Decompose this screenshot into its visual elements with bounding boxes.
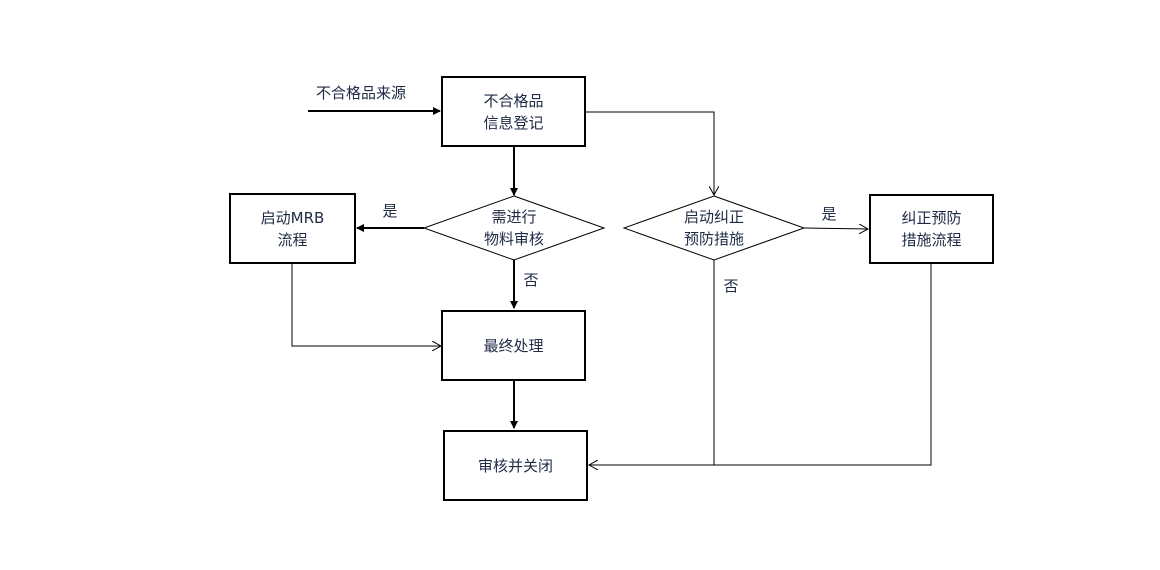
edge-capa-decision-yes xyxy=(803,228,868,229)
edge-capa-process-to-close xyxy=(589,263,932,465)
edge-label-capa-yes: 是 xyxy=(821,205,837,223)
source-label: 不合格品来源 xyxy=(316,84,407,102)
node-mrb-decision-text: 需进行 物料审核 xyxy=(454,196,574,260)
node-capa-decision-text: 启动纠正 预防措施 xyxy=(654,196,774,260)
edge-label-mrb-yes: 是 xyxy=(382,202,398,220)
node-mrb-process-box xyxy=(229,193,356,264)
node-mrb-decision-line1: 需进行 xyxy=(491,208,537,226)
node-close-box xyxy=(443,430,588,501)
edge-label-capa-no: 否 xyxy=(723,277,739,295)
node-capa-process-box xyxy=(869,194,994,264)
edge-register-to-capa-decision xyxy=(585,111,714,195)
node-mrb-decision-line2: 物料审核 xyxy=(483,230,544,248)
node-register-line2: 信息登记 xyxy=(483,113,544,132)
node-register-text: 不合格品 信息登记 xyxy=(442,77,585,146)
node-capa-decision-line2: 预防措施 xyxy=(683,230,744,248)
node-mrb-process-line1: 启动MRB xyxy=(260,208,325,227)
node-capa-process-line2: 措施流程 xyxy=(901,231,962,249)
node-mrb-process-line2: 流程 xyxy=(277,230,308,249)
node-register-line1: 不合格品 xyxy=(483,91,544,110)
node-final-label: 最终处理 xyxy=(483,336,544,355)
node-capa-process-text: 纠正预防 措施流程 xyxy=(870,195,993,263)
node-capa-decision-line1: 启动纠正 xyxy=(683,208,744,226)
node-close-label: 审核并关闭 xyxy=(477,456,553,475)
edge-label-mrb-no: 否 xyxy=(523,271,539,289)
node-mrb-process-text: 启动MRB 流程 xyxy=(230,194,355,263)
node-close-text: 审核并关闭 xyxy=(444,431,587,500)
node-final-text: 最终处理 xyxy=(442,311,585,380)
node-capa-process-line1: 纠正预防 xyxy=(901,209,962,227)
edge-mrb-process-to-final xyxy=(291,263,441,346)
